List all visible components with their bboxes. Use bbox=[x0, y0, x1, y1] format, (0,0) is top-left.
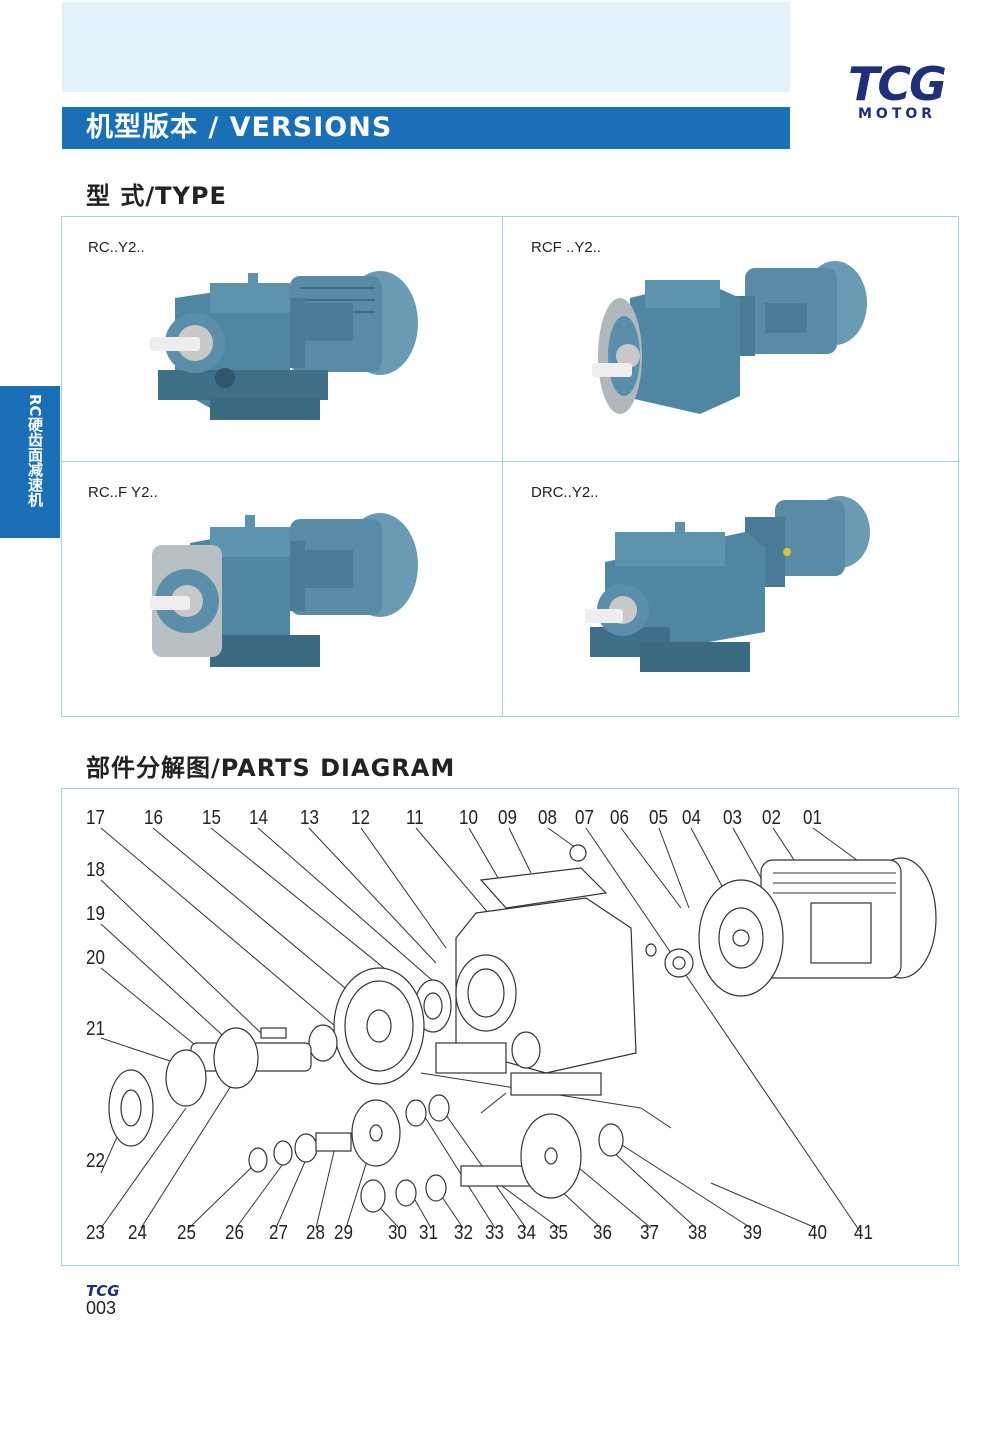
part-number: 07 bbox=[575, 807, 594, 829]
part-number: 30 bbox=[388, 1222, 407, 1244]
part-number: 22 bbox=[86, 1150, 105, 1172]
footer-logo: TCG bbox=[86, 1282, 120, 1300]
part-number: 36 bbox=[593, 1222, 612, 1244]
versions-banner: 机型版本 / VERSIONS bbox=[62, 107, 790, 149]
model-label-drc-y2: DRC..Y2.. bbox=[531, 484, 599, 501]
part-number: 24 bbox=[128, 1222, 147, 1244]
side-tab: RC硬齿面减速机 bbox=[0, 386, 60, 538]
tcg-motor-logo: TCG MOTOR bbox=[848, 57, 966, 124]
part-number: 20 bbox=[86, 947, 105, 969]
part-number: 27 bbox=[269, 1222, 288, 1244]
part-number: 32 bbox=[454, 1222, 473, 1244]
parts-diagram-panel bbox=[61, 788, 959, 1266]
parts-diagram-heading: 部件分解图/PARTS DIAGRAM bbox=[86, 754, 456, 782]
side-tab-label: RC硬齿面减速机 bbox=[26, 394, 44, 507]
part-number: 13 bbox=[300, 807, 319, 829]
part-number: 28 bbox=[306, 1222, 325, 1244]
part-number: 25 bbox=[177, 1222, 196, 1244]
page-number: 003 bbox=[86, 1298, 117, 1318]
part-number: 21 bbox=[86, 1018, 105, 1040]
part-number: 38 bbox=[688, 1222, 707, 1244]
part-number: 11 bbox=[406, 807, 424, 829]
part-number: 18 bbox=[86, 859, 105, 881]
part-number: 41 bbox=[854, 1222, 873, 1244]
type-grid bbox=[61, 216, 959, 717]
part-number: 08 bbox=[538, 807, 557, 829]
part-number: 23 bbox=[86, 1222, 105, 1244]
part-number: 05 bbox=[649, 807, 668, 829]
part-number: 35 bbox=[549, 1222, 568, 1244]
part-number: 29 bbox=[334, 1222, 353, 1244]
model-label-rcf-y2: RCF ..Y2.. bbox=[531, 239, 602, 256]
part-number: 15 bbox=[202, 807, 221, 829]
part-number: 14 bbox=[249, 807, 268, 829]
logo-sub-text: MOTOR bbox=[858, 106, 937, 122]
part-number: 33 bbox=[485, 1222, 504, 1244]
part-number: 04 bbox=[682, 807, 701, 829]
gear-motor-double-reduction-image bbox=[585, 496, 870, 672]
part-number: 09 bbox=[498, 807, 517, 829]
gear-motor-flange-mounted-image bbox=[592, 261, 867, 414]
part-number: 40 bbox=[808, 1222, 827, 1244]
part-number: 12 bbox=[351, 807, 370, 829]
part-number: 17 bbox=[86, 807, 105, 829]
part-number: 19 bbox=[86, 903, 105, 925]
type-grid-divider-vertical bbox=[502, 216, 503, 717]
part-number: 31 bbox=[419, 1222, 438, 1244]
header-blank-panel bbox=[62, 2, 790, 92]
type-grid-divider-horizontal bbox=[61, 461, 959, 462]
part-number: 03 bbox=[723, 807, 742, 829]
part-number: 34 bbox=[517, 1222, 536, 1244]
part-number: 01 bbox=[803, 807, 822, 829]
exploded-parts-diagram bbox=[100, 827, 937, 1234]
model-label-rc-f-y2: RC..F Y2.. bbox=[88, 484, 158, 501]
part-number: 02 bbox=[762, 807, 781, 829]
model-label-rc-y2: RC..Y2.. bbox=[88, 239, 145, 256]
part-number: 37 bbox=[640, 1222, 659, 1244]
part-number: 16 bbox=[144, 807, 163, 829]
logo-main-text: TCG bbox=[848, 57, 947, 111]
part-number: 10 bbox=[459, 807, 478, 829]
type-heading: 型 式/TYPE bbox=[86, 182, 227, 210]
part-number: 26 bbox=[225, 1222, 244, 1244]
part-number: 06 bbox=[610, 807, 629, 829]
gear-motor-foot-flange-image bbox=[150, 513, 418, 667]
gear-motor-foot-mounted-image bbox=[150, 271, 418, 420]
part-number: 39 bbox=[743, 1222, 762, 1244]
